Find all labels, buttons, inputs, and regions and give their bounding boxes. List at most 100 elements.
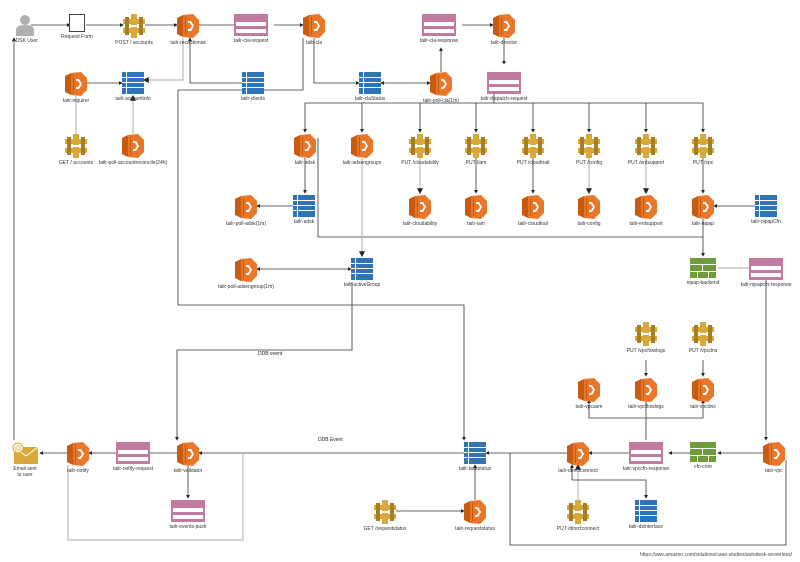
dynamodb-icon <box>122 72 144 94</box>
edge <box>67 453 244 541</box>
node-tailor-poll-adsengroup[interactable]: tailr-poll-adsengroup(1m) <box>216 258 276 290</box>
node-tailor-vpcaxm[interactable]: tailr-vpcaxm <box>559 378 619 410</box>
node-tailor-adsengroups[interactable]: tailr-adsengroups <box>332 134 392 166</box>
node-label: tailr-notify <box>67 468 89 474</box>
node-label: tailr-director <box>490 40 518 46</box>
node-tailor-entsupport[interactable]: tailr-entsupport <box>616 195 676 227</box>
node-tailor-vpcflowlogs[interactable]: tailr-vpcflowlogs <box>616 378 676 410</box>
node-request-form[interactable]: Request Form <box>47 14 107 40</box>
node-tailor-cloudability[interactable]: tailr-cloudability <box>390 195 450 227</box>
node-tailor-adsk[interactable]: tailr-adsk <box>275 134 335 166</box>
node-tailor-poll-adsk[interactable]: tailr-poll-adsk(1m) <box>216 195 276 227</box>
node-tailor-inquirer[interactable]: tailr-inquirer <box>46 72 106 104</box>
lambda-icon <box>177 14 199 38</box>
node-put-directconnect[interactable]: PUT /directconnect <box>548 500 608 532</box>
node-label: tailr-vpcaxm <box>575 404 603 410</box>
node-get-requeststatus[interactable]: GET /requeststatus <box>355 500 415 532</box>
node-put-cloudtrail[interactable]: PUT /cloudtrail <box>503 134 563 166</box>
node-nipap-backend[interactable]: nipap-backend <box>673 258 733 286</box>
node-label: tailr-vpc <box>765 468 783 474</box>
node-put-vpcflowlogs[interactable]: PUT /vpcflowlogs <box>616 322 676 354</box>
node-tailor-nipapcfn[interactable]: tailr-nipapCfn <box>736 195 796 225</box>
node-post-accounts[interactable]: POST / accounts <box>104 14 164 46</box>
lambda-icon <box>122 134 144 158</box>
lambda-icon <box>578 378 600 402</box>
dynamodb-icon <box>635 500 657 522</box>
sqs-icon <box>487 72 521 94</box>
node-label: tailr-adsk <box>294 160 316 166</box>
sqs-icon <box>422 14 456 36</box>
node-tailor-accountinfo[interactable]: tailr-accountinfo <box>103 72 163 102</box>
node-tailor-cla[interactable]: tailr-cla <box>284 14 344 46</box>
node-tailor-events-push[interactable]: tailr-events-push <box>158 500 218 530</box>
node-tailor-dxinterface[interactable]: tailr-dxinterface <box>616 500 676 530</box>
lambda-icon <box>635 378 657 402</box>
edge-label-ddb-event-2: DDB Event <box>318 437 343 443</box>
node-tailor-taskstatus[interactable]: tailr-taskstatus <box>445 442 505 472</box>
source-url[interactable]: https://aws.amazon.com/solutions/case-st… <box>639 552 792 558</box>
node-tailor-vpcdns[interactable]: tailr-vpcdns <box>673 378 733 410</box>
lambda-icon <box>578 195 600 219</box>
node-tailor-cla-response[interactable]: tailr-cla-response <box>409 14 469 44</box>
edge <box>142 38 184 83</box>
node-tailor-director[interactable]: tailr-director <box>474 14 534 46</box>
node-label: tailr-nipap <box>692 221 714 227</box>
node-put-vpcdns[interactable]: PUT /vpcdns <box>673 322 733 354</box>
node-tailor-directconnect[interactable]: tailr-directconnect <box>548 442 608 474</box>
node-tailor-poll-cla[interactable]: tailr-poll-cla(1m) <box>411 72 471 104</box>
node-tailor-nipapcfn-response[interactable]: tailr-nipapcfn-response <box>736 258 796 288</box>
node-put-vpc[interactable]: PUT /vpc <box>673 134 733 166</box>
node-tailor-receptionist[interactable]: tailr-receptionist <box>158 14 218 46</box>
node-tailor-nipap[interactable]: tailr-nipap <box>673 195 733 227</box>
node-label: tailr-receptionist <box>170 40 206 46</box>
node-label: tailr-cla-request <box>233 38 269 44</box>
node-tailor-clastatus[interactable]: tailr-claStatus <box>340 72 400 102</box>
node-label: tailr-adsk <box>293 219 315 225</box>
node-tailor-iam[interactable]: tailr-iam <box>446 195 506 227</box>
node-label: ADSK User <box>12 38 38 44</box>
node-label: tailr-directconnect <box>558 468 598 474</box>
node-label: tailr-adsengroups <box>342 160 382 166</box>
edge <box>177 38 466 441</box>
node-tailor-adsk-table[interactable]: tailr-adsk <box>274 195 334 225</box>
node-tailor-notify[interactable]: tailr-notify <box>48 442 108 474</box>
apigw-icon <box>567 500 589 524</box>
apigw-icon <box>635 134 657 158</box>
node-tailor-poll-accountreconcile[interactable]: tailr-poll-accountreconcile(24h) <box>99 134 167 166</box>
node-email-user[interactable]: @ Email sent to user <box>0 442 55 478</box>
lambda-icon <box>65 72 87 96</box>
apigw-icon <box>374 500 396 524</box>
edge <box>587 399 705 419</box>
apigw-icon <box>409 134 431 158</box>
node-put-iam[interactable]: PUT /iam <box>446 134 506 166</box>
edge-label-ddb-event: DDB event <box>258 351 283 357</box>
node-tailor-activegroup[interactable]: tailr-activeGroup <box>332 258 392 288</box>
node-put-entsupport[interactable]: PUT /entsupport <box>616 134 676 166</box>
node-tailor-cloudtrail[interactable]: tailr-cloudtrail <box>503 195 563 227</box>
node-tailor-requeststatus[interactable]: tailr-requeststatus <box>445 500 505 532</box>
lambda-icon <box>464 500 486 524</box>
node-tailor-cla-request[interactable]: tailr-cla-request <box>221 14 281 44</box>
node-put-cloudability[interactable]: PUT /cloudability <box>390 134 450 166</box>
node-put-config[interactable]: PUT /config <box>559 134 619 166</box>
sqs-icon <box>629 442 663 464</box>
node-tailor-notify-request[interactable]: tailr-notify-request <box>103 442 163 472</box>
node-tailor-config[interactable]: tailr-config <box>559 195 619 227</box>
elb-icon <box>690 258 716 278</box>
node-label: Request Form <box>61 34 93 40</box>
node-label: tailr-poll-accountreconcile(24h) <box>98 160 168 166</box>
node-label: tailr-accountinfo <box>115 96 151 102</box>
dynamodb-icon <box>293 195 315 217</box>
node-tailor-validator[interactable]: tailr-validator <box>158 442 218 474</box>
dynamodb-icon <box>755 195 777 217</box>
node-cfn-core[interactable]: cfn-core <box>673 442 733 470</box>
node-tailor-dispatch-request[interactable]: tailr-dispatch-request <box>474 72 534 102</box>
node-label: tailr-notify-request <box>112 466 153 472</box>
edge <box>570 464 648 499</box>
node-tailor-clients[interactable]: tailr-clients <box>223 72 283 102</box>
node-adsk-user[interactable]: ADSK User <box>0 14 55 44</box>
node-tailor-vpc[interactable]: tailr-vpc <box>744 442 800 474</box>
node-tailor-vpccfn-response[interactable]: tailr-vpccfn-response <box>616 442 676 472</box>
lambda-icon <box>635 195 657 219</box>
node-get-accounts[interactable]: GET / accounts <box>46 134 106 166</box>
